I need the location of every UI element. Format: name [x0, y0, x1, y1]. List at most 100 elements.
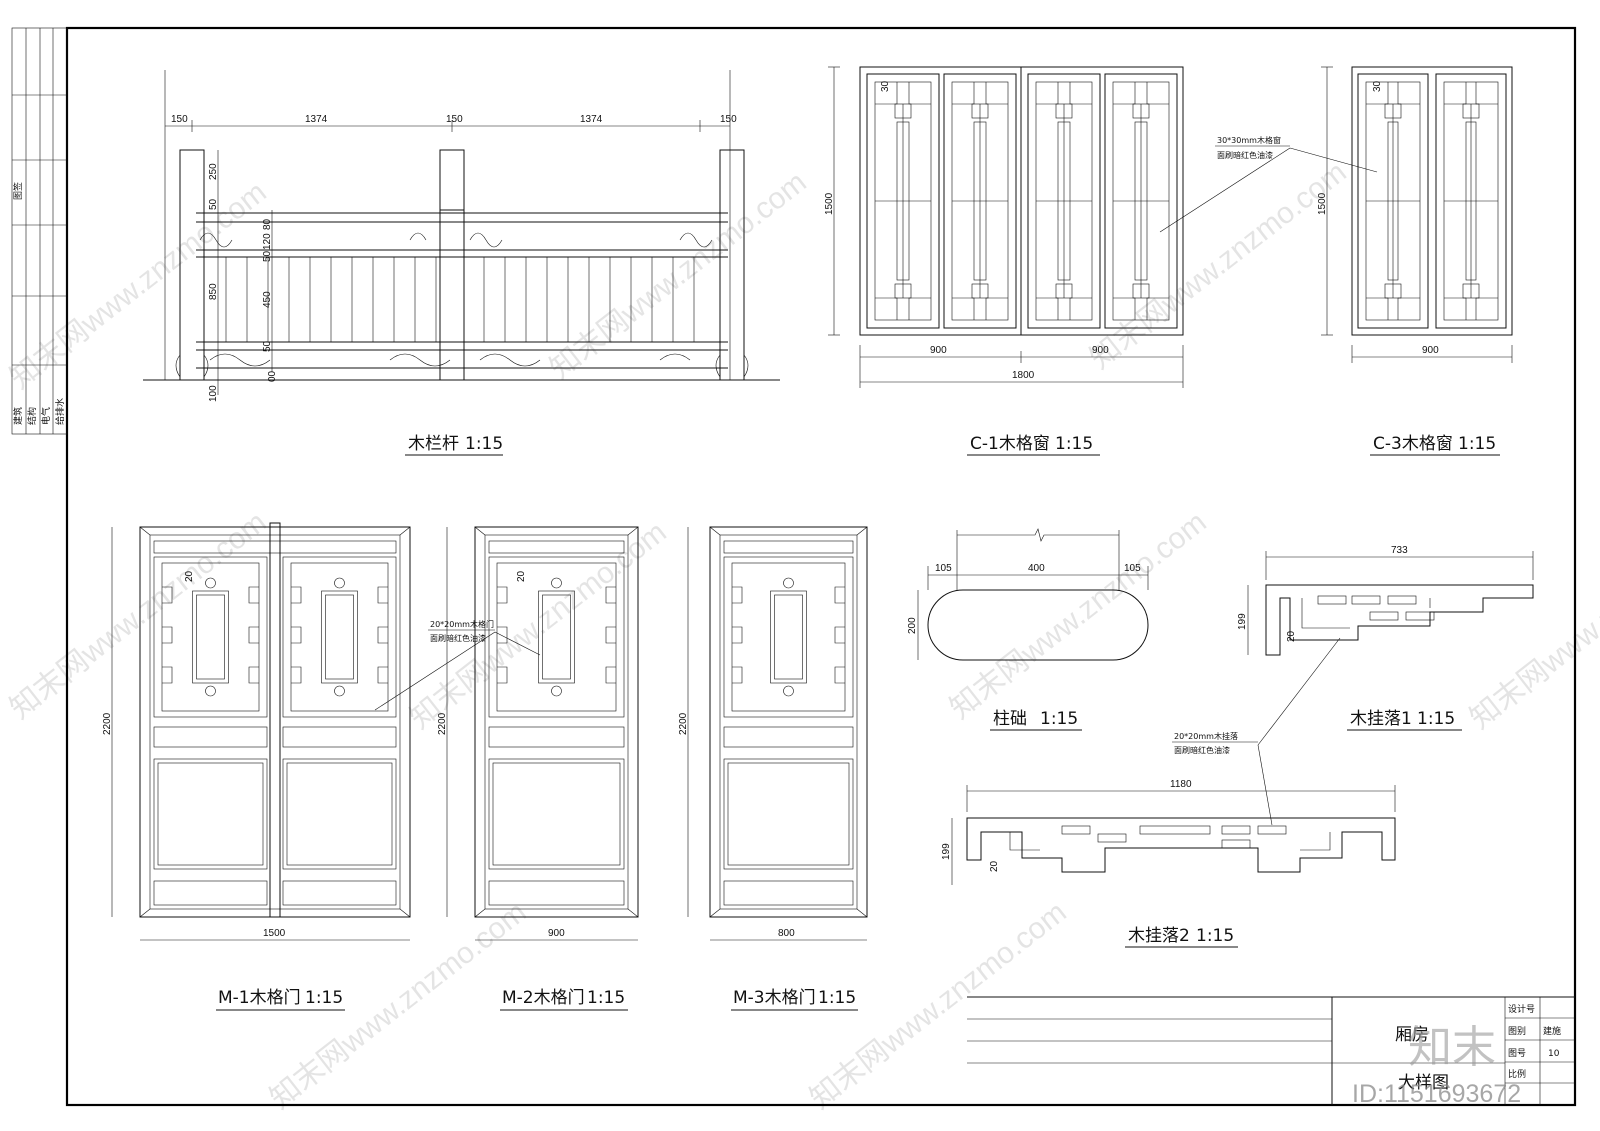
door-lattice-frame [282, 556, 397, 718]
strip-label: 建筑 [12, 407, 24, 425]
watermark-text: 知末网www.znzmo.com [544, 166, 813, 386]
h1-dim-frame: 20 [1286, 630, 1297, 642]
door-carving [334, 685, 345, 697]
m3-dim-height: 2200 [678, 712, 689, 735]
door-frets [497, 586, 616, 684]
strip-label: 结构 [26, 407, 38, 425]
c1-dim-frame: 30 [880, 80, 891, 92]
tb-label: 图号 [1508, 1048, 1526, 1059]
railing-scale: 1:15 [465, 434, 503, 454]
door-frame-miter [474, 526, 639, 918]
h1-dim-height: 199 [1237, 613, 1248, 630]
door-kick-panel [282, 880, 397, 906]
door-center-panel [770, 590, 807, 684]
door-center-panel [192, 590, 229, 684]
tb-value: 建施 [1543, 1025, 1561, 1037]
railing-dim-top: 1374 [305, 114, 328, 125]
railing-dim-left: 450 [262, 291, 273, 308]
door-head-panel [153, 540, 397, 554]
m1-dim-height: 2200 [102, 712, 113, 735]
window-c3-elevation: 1500 30 900 [1317, 66, 1513, 363]
tb-label: 设计号 [1508, 1003, 1535, 1015]
pane-knot [894, 103, 912, 119]
pane-knot [1132, 103, 1150, 119]
door-lattice-inner [496, 562, 617, 712]
window-c1-elevation: 1500 30 900 900 1800 30*30mm木格窗 面刷暗红色油漆 [824, 66, 1378, 388]
c1-note: 30*30mm木格窗 [1217, 135, 1281, 145]
pane-knot [894, 283, 912, 299]
door-frame [709, 526, 868, 918]
base-scale: 1:15 [1040, 709, 1078, 729]
m1-dim-width: 1500 [263, 928, 286, 939]
railing-dim-left: 80 [262, 218, 273, 230]
watermark-text: 知末网www.znzmo.com [4, 506, 273, 726]
door-kick-panel [153, 880, 268, 906]
h2-scale: 1:15 [1196, 926, 1234, 946]
door-rail-panel [282, 726, 397, 748]
door-carving [783, 577, 794, 589]
railing-dim-top: 150 [446, 114, 463, 125]
strip-label: 给排水 [54, 398, 66, 425]
title-block: 厢房 大样图 设计号 图别 图号 比例 建施 10 [967, 996, 1575, 1105]
door-frame-miter [139, 526, 411, 918]
door-carving [783, 685, 794, 697]
window-pane [1357, 73, 1429, 329]
railing-dim-left: 850 [208, 283, 219, 300]
railing-dim-top: 150 [171, 114, 188, 125]
h1-dim: 733 [1391, 545, 1408, 556]
door-frame-miter [709, 526, 868, 918]
strip-top-label: 图签 [12, 182, 24, 200]
door-lattice-inner [161, 562, 260, 712]
door-center-panel-inner [196, 594, 225, 680]
sheet-border [65, 26, 1577, 1107]
h1-scale: 1:15 [1417, 709, 1455, 729]
m2-dim-frame: 20 [516, 570, 527, 582]
door-bottom-panel [282, 758, 397, 870]
left-strip [11, 27, 68, 435]
door-head-panel [488, 540, 625, 554]
tb-label: 比例 [1508, 1068, 1526, 1080]
railing-dim-left: 250 [208, 163, 219, 180]
c1-dim-total: 1800 [1012, 370, 1035, 381]
pane-knot [1055, 283, 1073, 299]
railing-elevation: 150 1374 150 1374 150 250 50 80 120 50 8… [143, 70, 780, 402]
pane-knot [971, 283, 989, 299]
c1-title: C-1木格窗 [970, 434, 1050, 454]
door-bottom-panel-inner [157, 762, 264, 866]
door-center-panel-inner [774, 594, 803, 680]
strip-label: 电气 [40, 407, 52, 425]
door-lattice-inner [731, 562, 846, 712]
doors-group [139, 522, 868, 918]
railing-dim-left: 50 [262, 340, 273, 352]
base-dim-height: 200 [907, 617, 918, 634]
window-pane [1435, 73, 1507, 329]
tb-drawing: 大样图 [1398, 1073, 1449, 1093]
h1-note: 面刷暗红色油漆 [1174, 745, 1230, 755]
door-bottom-panel-inner [286, 762, 393, 866]
railing-dim-left: 00 [267, 370, 278, 382]
pane-knot [1132, 283, 1150, 299]
base-dim: 105 [935, 563, 952, 574]
m3-dim-width: 800 [778, 928, 795, 939]
c3-title: C-3木格窗 [1373, 434, 1453, 454]
railing-dim-left: 50 [262, 250, 273, 262]
h2-title: 木挂落2 [1128, 926, 1190, 946]
m1-dim-frame: 20 [184, 570, 195, 582]
door-bottom-panel [153, 758, 268, 870]
hanging1-elevation: 733 199 20 20*20mm木挂落 面刷暗红色油漆 [1172, 545, 1534, 826]
door-dims: 2200 20 1500 2200 20 900 2200 800 20*20m… [102, 527, 867, 941]
pane-knot [1384, 283, 1402, 299]
watermark-id: ID:1151693672 [1352, 1080, 1521, 1108]
c3-dim-width: 900 [1422, 345, 1439, 356]
door-frets [291, 586, 388, 684]
m3-title: M-3木格门 [733, 988, 816, 1008]
watermark-text: 知末网www.znzmo.com [1464, 516, 1600, 736]
watermark-logo: 知末 [1408, 1022, 1496, 1073]
pane-knot [1462, 103, 1480, 119]
door-rail-panel [723, 726, 854, 748]
tb-value: 10 [1548, 1049, 1560, 1059]
m1-title: M-1木格门 [218, 988, 301, 1008]
railing-dim-left: 50 [208, 198, 219, 210]
door-kick-panel [723, 880, 854, 906]
